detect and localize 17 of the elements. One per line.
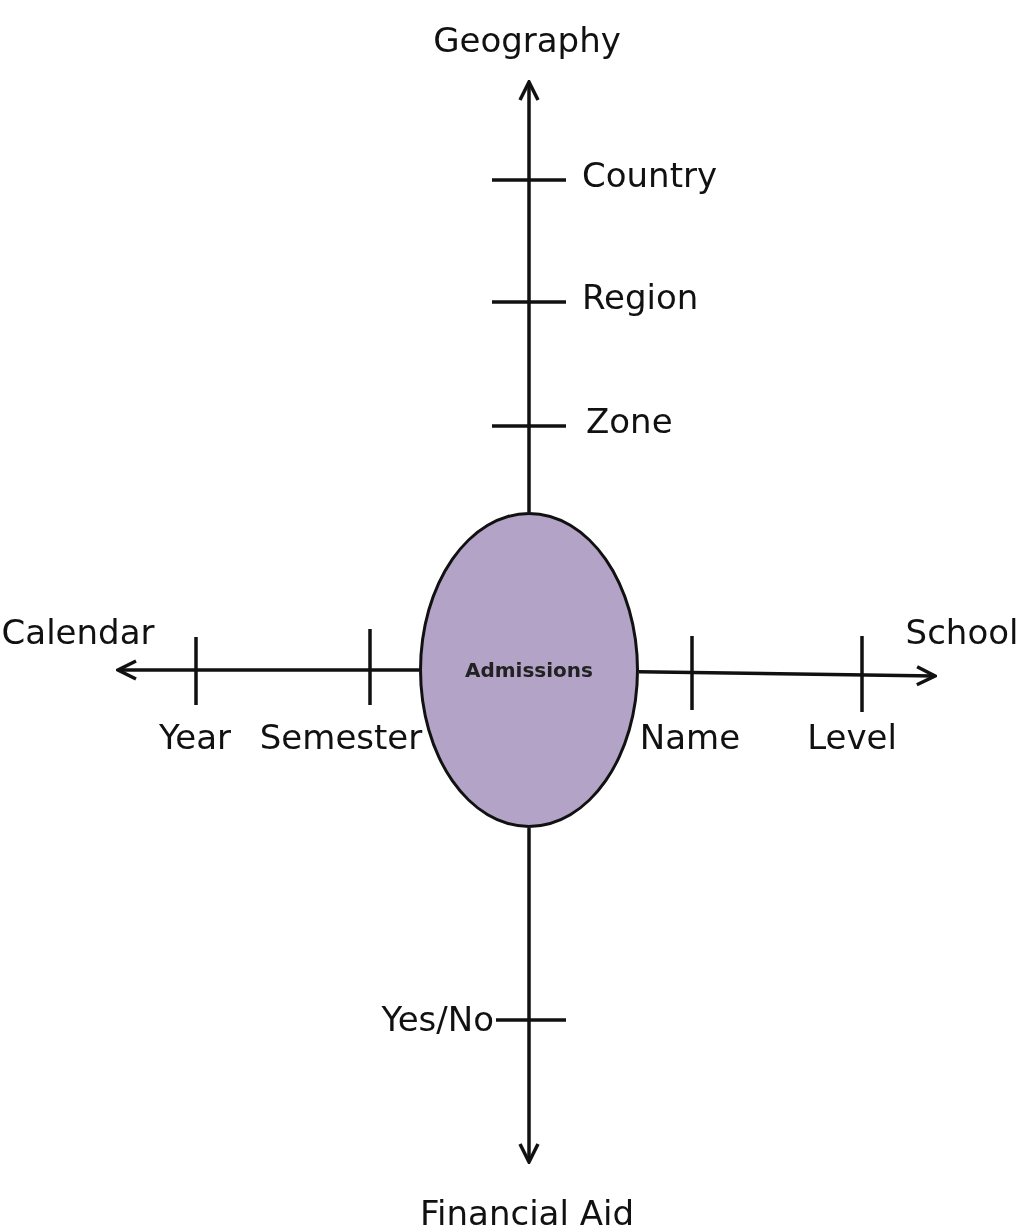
tick-label: Level bbox=[807, 717, 897, 757]
tick-label: Yes/No bbox=[381, 999, 494, 1039]
axis-title: Geography bbox=[433, 20, 621, 60]
tick-label: Country bbox=[582, 155, 718, 195]
axis-title: Calendar bbox=[1, 612, 155, 652]
arrow bbox=[116, 659, 419, 681]
tick-label: Zone bbox=[586, 401, 673, 441]
arrow bbox=[518, 828, 540, 1164]
axis-title: Financial Aid bbox=[420, 1193, 634, 1232]
arrow bbox=[518, 80, 540, 512]
tick-label: Name bbox=[639, 717, 741, 757]
tick-label: Semester bbox=[259, 717, 423, 757]
tick-label: Year bbox=[159, 717, 231, 757]
node-title: Admissions bbox=[464, 658, 593, 682]
arrow bbox=[638, 665, 937, 687]
tick-label: Region bbox=[582, 277, 699, 317]
axis-title: School bbox=[905, 612, 1016, 652]
